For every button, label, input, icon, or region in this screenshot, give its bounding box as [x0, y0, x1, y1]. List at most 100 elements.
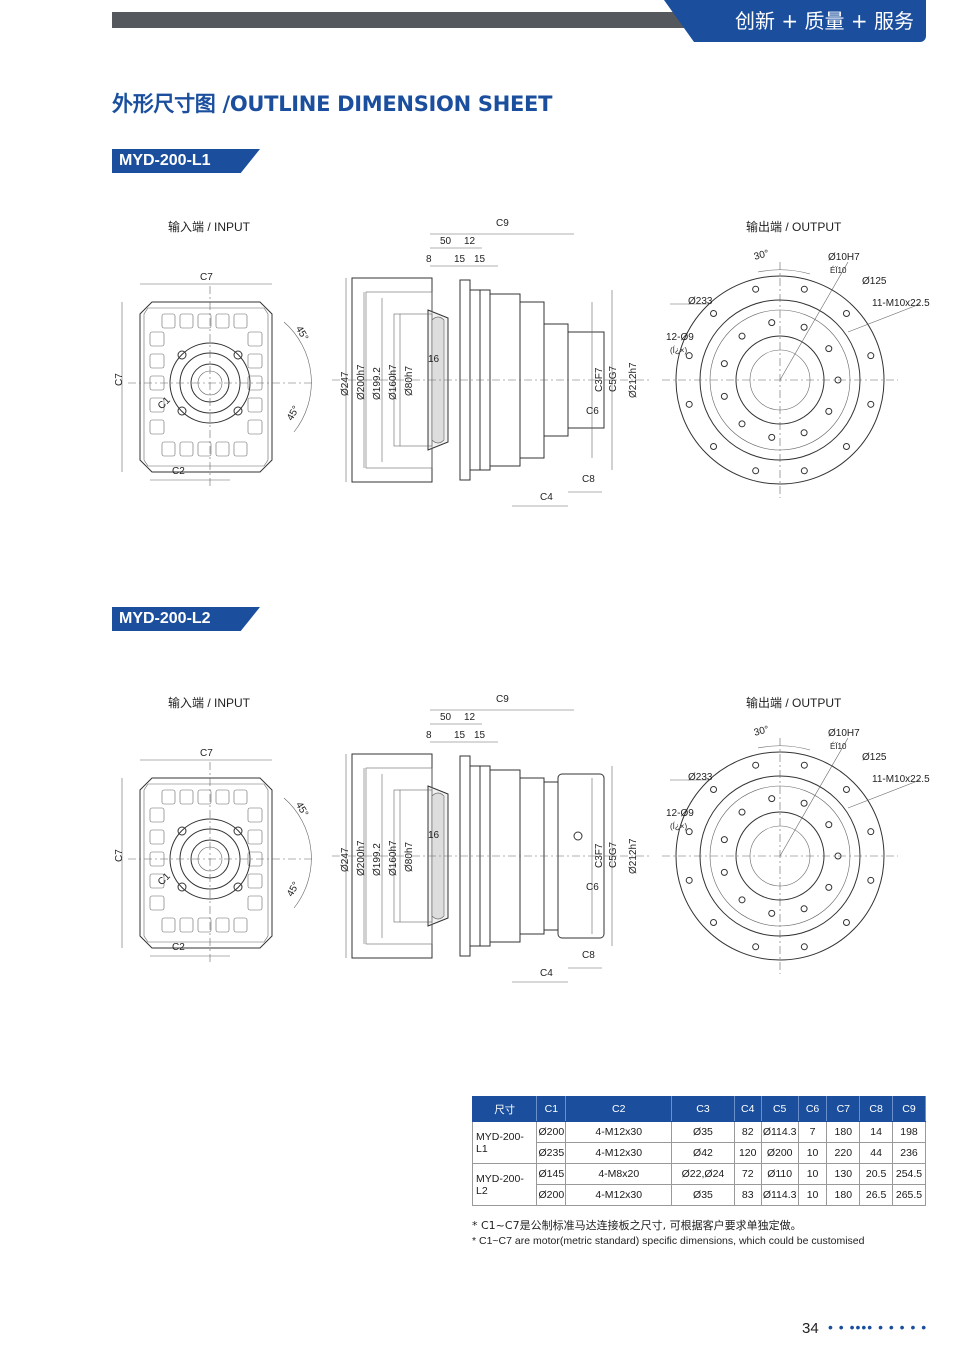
- table-header: C3: [671, 1096, 735, 1122]
- dim-label: 12: [464, 712, 476, 723]
- dim-label: Ø212h7: [628, 362, 639, 398]
- table-cell: 120: [733, 1142, 762, 1164]
- table-cell: Ø114.3: [760, 1184, 799, 1206]
- dim-label: 12-Ø9: [666, 808, 694, 819]
- dim-label: 50: [440, 236, 452, 247]
- page-number: 34: [802, 1320, 819, 1337]
- dim-label: C5G7: [608, 841, 619, 868]
- dim-label: (Í¿×): [670, 822, 688, 831]
- dim-label: C7: [114, 373, 125, 386]
- dim-label: Ø125: [862, 752, 887, 763]
- input-view-label: 输入端 / INPUT: [168, 220, 251, 234]
- table-cell: 26.5: [859, 1184, 893, 1206]
- dim-label: C2: [172, 466, 185, 477]
- dim-label: 12: [464, 236, 476, 247]
- table-cell: Ø42: [671, 1142, 735, 1164]
- dim-label: Ø200h7: [356, 364, 367, 400]
- dim-label: C9: [496, 694, 509, 705]
- header-slogan: 创新 + 质量 + 服务: [664, 0, 926, 42]
- table-cell: 10: [797, 1184, 828, 1206]
- table-cell-model: MYD-200-L1: [471, 1121, 538, 1164]
- header-bar: [112, 12, 692, 28]
- model-tag: MYD-200-L1: [112, 149, 260, 173]
- table-cell: Ø114.3: [760, 1121, 799, 1143]
- table-cell: Ø145: [536, 1163, 567, 1185]
- dim-label: (Í¿×): [670, 346, 688, 355]
- table-cell: 72: [733, 1163, 762, 1185]
- table-cell: Ø35: [671, 1121, 735, 1143]
- table-cell: Ø35: [671, 1184, 735, 1206]
- table-cell: 83: [733, 1184, 762, 1206]
- dim-label: Ø80h7: [404, 841, 415, 872]
- drawing-lines: [121, 233, 921, 507]
- dim-label: Ø199.2: [372, 367, 383, 400]
- table-cell: 20.5: [859, 1163, 893, 1185]
- dim-label: Ø199.2: [372, 843, 383, 876]
- footer-dots: • • •••• • • • • •: [828, 1319, 928, 1335]
- dim-label: C5G7: [608, 365, 619, 392]
- table-header: 尺寸: [471, 1096, 538, 1122]
- table-cell: 180: [826, 1121, 861, 1143]
- dim-label: Ø212h7: [628, 838, 639, 874]
- table-cell: 180: [826, 1184, 861, 1206]
- dim-label: C7: [200, 272, 213, 283]
- dim-label: C4: [540, 492, 553, 503]
- table-cell: 254.5: [892, 1163, 926, 1185]
- table-cell: 4-M12x30: [565, 1121, 673, 1143]
- dim-label: 16: [428, 830, 440, 841]
- dim-label: 11-M10x22.5: [872, 774, 930, 785]
- table-header: C6: [797, 1096, 828, 1122]
- dim-label: C3F7: [594, 367, 605, 392]
- table-cell: 198: [892, 1121, 926, 1143]
- table-header: C2: [565, 1096, 673, 1122]
- dim-label: 12-Ø9: [666, 332, 694, 343]
- table-row: Ø235 4-M12x30 Ø42 120 Ø200 10 220 44 236: [473, 1142, 926, 1164]
- dim-label: Ø233: [688, 296, 713, 307]
- dim-label: Ø10H7: [828, 728, 860, 739]
- table-cell: 82: [733, 1121, 762, 1143]
- dim-label: ÉÏ10: [830, 266, 847, 275]
- table-cell: 265.5: [892, 1184, 926, 1206]
- dim-label: 15: [474, 730, 486, 741]
- dim-label: Ø200h7: [356, 840, 367, 876]
- dim-label: Ø247: [340, 847, 351, 872]
- table-header: C4: [733, 1096, 762, 1122]
- table-row: MYD-200-L1 Ø200 4-M12x30 Ø35 82 Ø114.3 7…: [471, 1121, 926, 1164]
- table-cell: Ø200: [536, 1184, 567, 1206]
- table-cell: 4-M8x20: [565, 1163, 673, 1185]
- table-cell: 10: [797, 1163, 828, 1185]
- page-title: 外形尺寸图 /OUTLINE DIMENSION SHEET: [112, 92, 553, 116]
- dim-label: Ø160h7: [388, 364, 399, 400]
- table-cell: 220: [826, 1142, 861, 1164]
- dim-label: C3F7: [594, 843, 605, 868]
- output-view-label: 输出端 / OUTPUT: [746, 696, 842, 710]
- table-header: C1: [536, 1096, 567, 1122]
- dim-label: Ø125: [862, 276, 887, 287]
- dim-label: C7: [114, 849, 125, 862]
- table-header: C7: [826, 1096, 861, 1122]
- dim-label: 16: [428, 354, 440, 365]
- table-cell: 10: [797, 1142, 828, 1164]
- dim-label: ÉÏ10: [830, 742, 847, 751]
- note-chinese: * C1~C7是公制标准马达连接板之尺寸, 可根据客户要求单独定做。: [472, 1219, 802, 1232]
- table-row: Ø200 4-M12x30 Ø35 83 Ø114.3 10 180 26.5 …: [473, 1184, 926, 1206]
- table-cell: Ø110: [760, 1163, 799, 1185]
- table-cell: 44: [859, 1142, 893, 1164]
- table-row: MYD-200-L2 Ø145 4-M8x20 Ø22,Ø24 72 Ø110 …: [471, 1163, 926, 1206]
- table-cell: Ø200: [536, 1121, 567, 1143]
- table-cell: 7: [797, 1121, 828, 1143]
- dim-label: C9: [496, 218, 509, 229]
- model-tag: MYD-200-L2: [112, 607, 260, 631]
- table-header: C9: [892, 1096, 926, 1122]
- drawing-lines: [121, 709, 921, 983]
- dim-label: Ø233: [688, 772, 713, 783]
- spec-table: 尺寸 C1 C2 C3 C4 C5 C6 C7 C8 C9 MYD-200-L1…: [471, 1096, 926, 1206]
- dim-label: Ø10H7: [828, 252, 860, 263]
- table-header: C5: [760, 1096, 799, 1122]
- dim-label: C6: [586, 882, 599, 893]
- input-view-label: 输入端 / INPUT: [168, 696, 251, 710]
- dim-label: 15: [454, 730, 466, 741]
- dim-label: 8: [426, 254, 432, 265]
- dim-label: C4: [540, 968, 553, 979]
